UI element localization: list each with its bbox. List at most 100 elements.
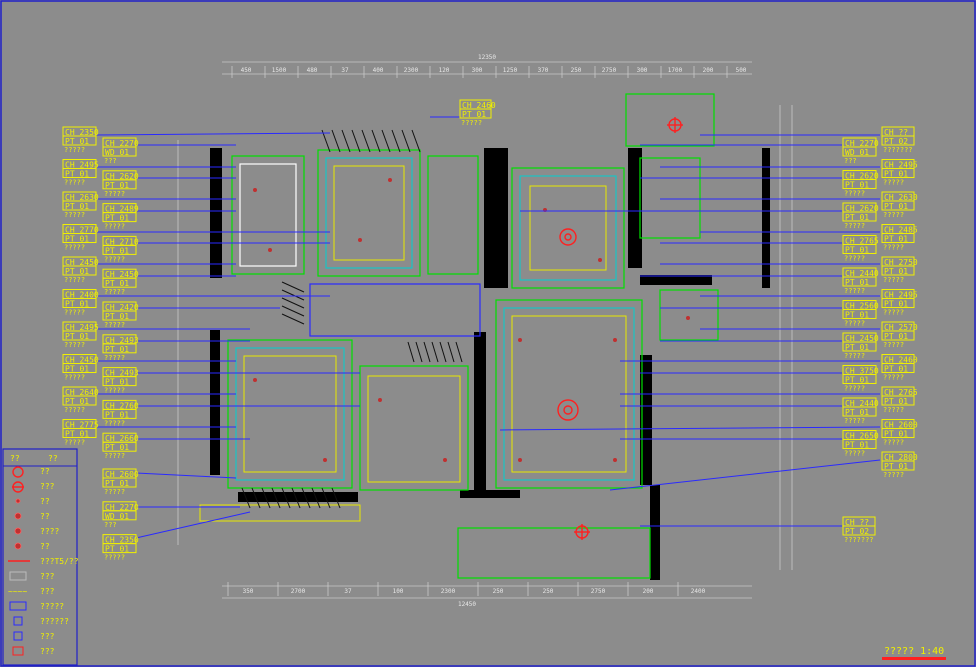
tag-description: ?????: [64, 406, 85, 414]
tag-description: ?????: [104, 488, 125, 496]
tag-height: CH 2493: [105, 369, 139, 378]
dimension-value: 100: [393, 588, 404, 595]
tag-description: ?????: [883, 406, 904, 414]
dimension-value: 480: [307, 67, 318, 74]
tag-height: CH 2450: [845, 334, 879, 343]
tag-material: PT 02: [884, 137, 908, 146]
tag-description: ?????: [883, 244, 904, 252]
downlight-icon: [388, 178, 392, 182]
tag-material: PT 01: [65, 267, 89, 276]
tag-material: PT 01: [845, 376, 869, 385]
tag-description: ?????: [883, 309, 904, 317]
tag-description: ?????: [844, 320, 865, 328]
tag-description: ?????: [104, 223, 125, 231]
downlight-icon: [598, 258, 602, 262]
tag-material: PT 01: [845, 278, 869, 287]
tag-description: ?????: [461, 119, 482, 127]
tag-height: CH 2485: [884, 226, 918, 235]
downlight-icon: [378, 398, 382, 402]
tag-material: PT 01: [884, 397, 908, 406]
tag-height: CH 2640: [65, 388, 99, 397]
tag-height: CH 2600: [884, 421, 918, 430]
tag-height: CH 2450: [105, 270, 139, 279]
dimension-value: 2700: [291, 588, 306, 595]
tag-material: WD 01: [845, 148, 869, 157]
legend-label: ??: [40, 512, 50, 521]
tag-material: PT 01: [65, 170, 89, 179]
tag-material: PT 01: [884, 300, 908, 309]
tag-height: CH 2440: [845, 399, 879, 408]
tag-material: PT 01: [105, 246, 129, 255]
tag-height: CH 2460: [462, 101, 496, 110]
tag-height: CH 2570: [884, 323, 918, 332]
downlight-icon: [443, 458, 447, 462]
dimension-value: 250: [543, 588, 554, 595]
bedroom-top-right: [511, 167, 625, 289]
ceiling-lamp-icon: [12, 466, 24, 478]
tag-description: ???????: [883, 146, 913, 154]
tag-height: CH ??: [884, 128, 908, 137]
downlight-icon: [14, 527, 22, 535]
tag-description: ?????: [64, 146, 85, 154]
tag-material: PT 01: [105, 545, 129, 554]
tag-height: CH 2440: [845, 269, 879, 278]
legend-title-label: ??: [48, 454, 58, 463]
dimension-value: 2750: [591, 588, 606, 595]
tag-height: CH 2770: [65, 226, 99, 235]
cabinet-hatch-middle: [407, 341, 463, 363]
downlight-icon: [268, 248, 272, 252]
tag-description: ?????: [844, 417, 865, 425]
legend-label: ?????: [40, 602, 64, 611]
tag-material: PT 01: [105, 378, 129, 387]
pendant-lamp-icon: [12, 481, 24, 493]
tag-height: CH 2620: [845, 172, 879, 181]
dimension-value: 400: [373, 67, 384, 74]
bedroom-bottom-left: [227, 339, 353, 489]
tag-height: CH 2350: [65, 128, 99, 137]
legend-panel: ?? ?? ??????????????????T5/?????~~~~????…: [2, 448, 79, 666]
bottom-total-dimension: 12450: [458, 601, 476, 608]
kitchen: [427, 155, 479, 275]
tag-description: ?????: [883, 211, 904, 219]
dimension-value: 200: [643, 588, 654, 595]
tag-height: CH 2775: [65, 421, 99, 430]
top-total-dimension: 12350: [478, 54, 496, 61]
legend-label: ???: [40, 632, 55, 641]
ceiling-tag: CH ??PT 02???????: [842, 516, 876, 544]
switch-icon: [13, 631, 23, 641]
tag-description: ???: [104, 521, 117, 529]
legend-label: ????: [40, 527, 59, 536]
tag-description: ?????: [883, 471, 904, 479]
tag-description: ?????: [844, 385, 865, 393]
wall-lamp-icon: [14, 512, 22, 520]
tag-height: CH ??: [845, 518, 869, 527]
tag-description: ?????: [64, 309, 85, 317]
tag-height: CH 2800: [884, 453, 918, 462]
tag-description: ?????: [883, 439, 904, 447]
legend-row: ??: [14, 512, 50, 521]
toilet-right: [659, 289, 719, 341]
tag-material: PT 01: [105, 279, 129, 288]
legend-row: ??????: [13, 616, 69, 626]
tag-description: ?????: [883, 341, 904, 349]
tag-description: ?????: [104, 321, 125, 329]
tag-description: ?????: [104, 288, 125, 296]
tag-material: PT 01: [105, 181, 129, 190]
tag-material: PT 01: [884, 462, 908, 471]
bathroom-right: [639, 157, 701, 239]
